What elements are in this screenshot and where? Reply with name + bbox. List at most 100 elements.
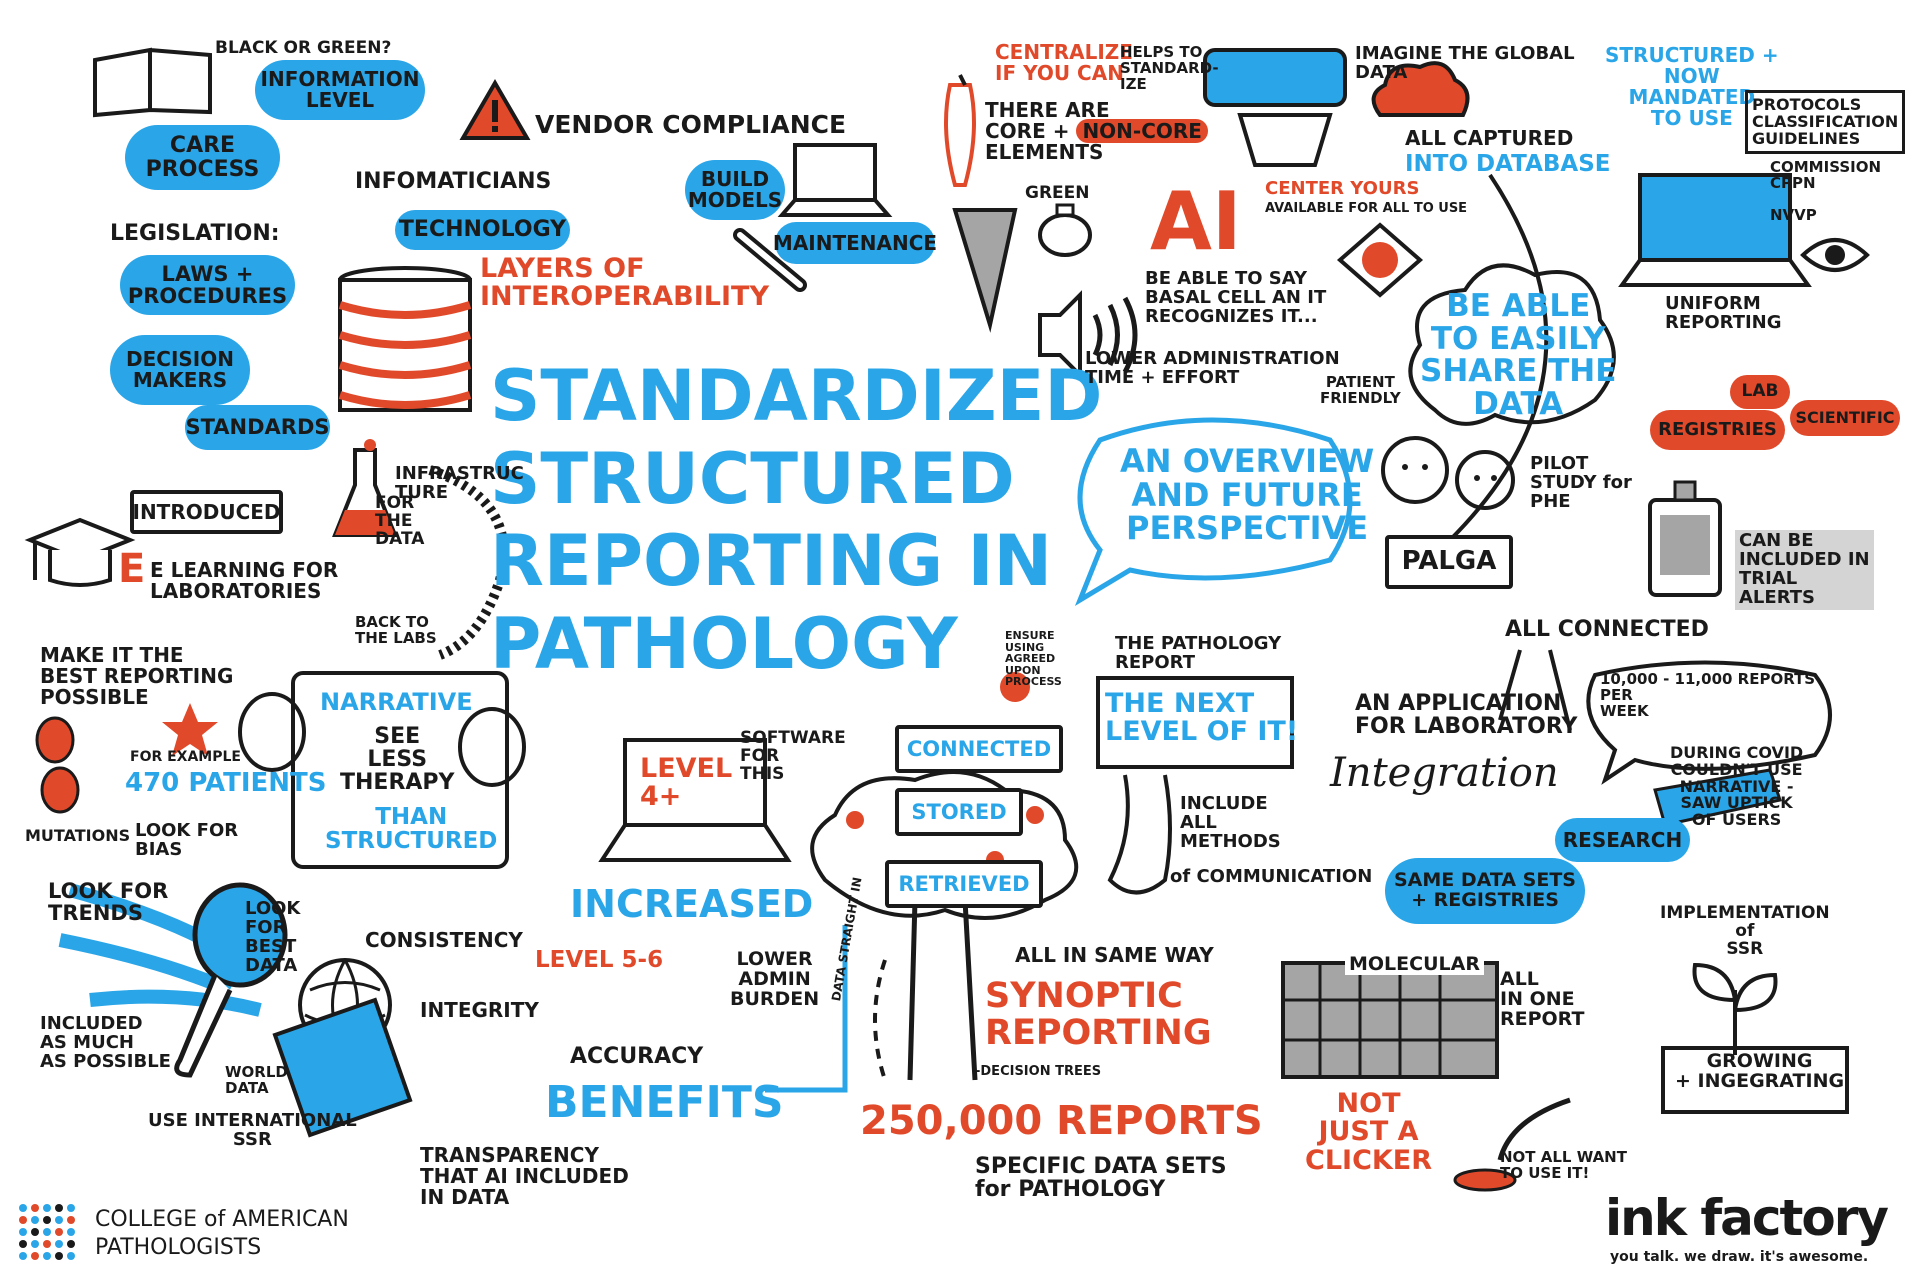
palga-box: PALGA <box>1385 535 1513 589</box>
button-press-icon <box>1453 1097 1571 1192</box>
connector-lines <box>1448 173 1572 731</box>
transparency-label: TRANSPARENCY THAT AI INCLUDED IN DATA <box>420 1143 629 1209</box>
reports250-label: 250,000 REPORTS <box>860 1098 1263 1144</box>
narrative-frame <box>291 671 509 869</box>
increased-label: INCREASED <box>570 882 814 926</box>
layers-label: LAYERS OF INTEROPERABILITY <box>480 253 770 313</box>
registries-pill: REGISTRIES <box>1650 410 1785 450</box>
standards-pill: STANDARDS <box>185 405 330 450</box>
ai-label: AI <box>1150 175 1242 268</box>
communication-label: of COMMUNICATION <box>1170 866 1373 887</box>
application-label: AN APPLICATION FOR LABORATORY <box>1355 691 1578 740</box>
infrastructure-label: INFRASTRUCTURE <box>395 463 524 503</box>
growing-label: GROWING + INGEGRATING <box>1675 1050 1845 1092</box>
patients-label: 470 PATIENTS <box>125 768 327 798</box>
narrative-label: NARRATIVE <box>320 688 473 716</box>
next-level-label: THE NEXT LEVEL OF IT! <box>1105 688 1299 748</box>
book-icon <box>93 47 212 118</box>
mutations-icon <box>35 716 80 814</box>
plant-icon <box>1692 962 1778 1055</box>
apple-icon <box>1000 672 1030 702</box>
core-text: THERE ARE CORE + <box>985 98 1110 143</box>
staircase-icon <box>428 465 509 660</box>
mutations-label: MUTATIONS <box>25 826 131 845</box>
implementation-label: IMPLEMENTATION of SSR <box>1660 903 1830 959</box>
not-all-label: NOT ALL WANT TO USE IT! <box>1500 1148 1627 1182</box>
teapot-icon <box>1038 203 1092 257</box>
graduation-cap-icon <box>24 517 136 587</box>
make-best-label: MAKE IT THE BEST REPORTING POSSIBLE <box>40 643 234 709</box>
level56-label: LEVEL 5-6 <box>535 947 664 973</box>
see-less-label: SEE LESS THERAPY <box>340 724 455 796</box>
not-clicker-label: NOT JUST A CLICKER <box>1305 1088 1433 1176</box>
ink-factory-logo: ink factory <box>1605 1189 1889 1247</box>
monitor-icon <box>1203 48 1347 167</box>
uniform-label: UNIFORM REPORTING <box>1665 293 1782 333</box>
speech-bubble-icon <box>1074 417 1353 606</box>
accuracy-label: ACCURACY <box>570 1044 704 1069</box>
benefits-label: BENEFITS <box>545 1077 784 1128</box>
look-bias-label: LOOK FOR BIAS <box>135 820 239 860</box>
build-models-pill: BUILD MODELS <box>685 160 785 220</box>
lower-admin-label: LOWER ADMINISTRATION TIME + EFFORT <box>1085 348 1340 388</box>
sad-face-icon <box>238 692 306 772</box>
decision-trees-label: -DECISION TREES <box>975 1064 1102 1079</box>
connected-box: CONNECTED <box>895 725 1063 773</box>
star-icon <box>162 703 218 756</box>
elearning-e: E <box>118 546 146 592</box>
cap-logo-icon <box>19 1204 75 1260</box>
retrieved-box: RETRIEVED <box>885 860 1043 908</box>
non-core-pill: NON-CORE <box>1076 119 1208 143</box>
cap-logo-line2: PATHOLOGISTS <box>95 1235 262 1260</box>
include-all-label: INCLUDE ALL METHODS <box>1180 793 1281 852</box>
apple-core-icon <box>944 74 976 187</box>
black-or-green-label: BLACK OR GREEN? <box>215 38 392 58</box>
elearning-label: E LEARNING FOR LABORATORIES <box>150 558 339 603</box>
for-example-label: FOR EXAMPLE <box>130 749 241 765</box>
included-label: INCLUDED AS MUCH AS POSSIBLE <box>40 1013 171 1072</box>
ensure-label: ENSURE USING AGREED UPON PROCESS <box>1005 629 1062 689</box>
level4-label: LEVEL 4+ <box>640 753 733 813</box>
same-data-pill: SAME DATA SETS + REGISTRIES <box>1385 858 1585 924</box>
all-captured-label: ALL CAPTURED <box>1405 126 1574 150</box>
use-international-label: USE INTERNATIONAL SSR <box>148 1110 357 1150</box>
level-laptop-icon <box>598 738 792 862</box>
software-label: SOFTWARE FOR THIS <box>740 728 846 784</box>
all-connected-label: ALL CONNECTED <box>1505 617 1709 642</box>
title-line-3: REPORTING IN <box>490 520 1053 603</box>
research-pill: RESEARCH <box>1555 818 1690 862</box>
tablet-icon <box>272 997 413 1138</box>
title-line-2: STRUCTURED <box>490 437 1015 520</box>
layers-stack-icon <box>338 266 472 412</box>
molecular-label: MOLECULAR <box>1345 954 1484 975</box>
scientific-pill: SCIENTIFIC <box>1790 400 1900 436</box>
introduced-box: INTRODUCED <box>130 490 283 534</box>
laptop-icon <box>777 143 893 217</box>
tomato-icon <box>1336 222 1424 298</box>
imagine-label: IMAGINE THE GLOBAL DATA <box>1355 43 1575 83</box>
integration-label: Integration <box>1330 750 1559 796</box>
technology-pill: TECHNOLOGY <box>395 210 570 250</box>
into-database-label: INTO DATABASE <box>1405 151 1611 177</box>
title-line-1: STANDARDIZED <box>490 355 1103 437</box>
cloud-icon <box>1408 263 1616 426</box>
flask-icon <box>332 439 398 537</box>
wrench-icon <box>733 228 807 292</box>
patient-friendly-label: PATIENT FRIENDLY <box>1320 373 1401 407</box>
commission-label: COMMISSION CPPN <box>1770 158 1882 192</box>
back-to-labs-label: BACK TO THE LABS <box>355 613 437 647</box>
researcher-face-icon <box>1455 450 1515 510</box>
all-one-label: ALL IN ONE REPORT <box>1500 968 1585 1030</box>
center-yours-label: CENTER YOURS <box>1265 178 1420 199</box>
integrity-label: INTEGRITY <box>420 998 539 1022</box>
specific-label: SPECIFIC DATA SETS for PATHOLOGY <box>975 1154 1227 1203</box>
stored-box: STORED <box>895 788 1023 836</box>
nvvp-label: NVVP <box>1770 206 1817 224</box>
helps-label: HELPS TO STANDARD- IZE <box>1120 43 1219 93</box>
synoptic-label: SYNOPTIC REPORTING <box>985 976 1212 1053</box>
reports-week-label: 10,000 - 11,000 REPORTS PER WEEK <box>1600 670 1816 720</box>
page-title: STANDARDIZED STRUCTURED REPORTING IN PAT… <box>490 355 1103 685</box>
lab-pill: LAB <box>1730 375 1790 409</box>
benefits-connector <box>765 925 848 1093</box>
